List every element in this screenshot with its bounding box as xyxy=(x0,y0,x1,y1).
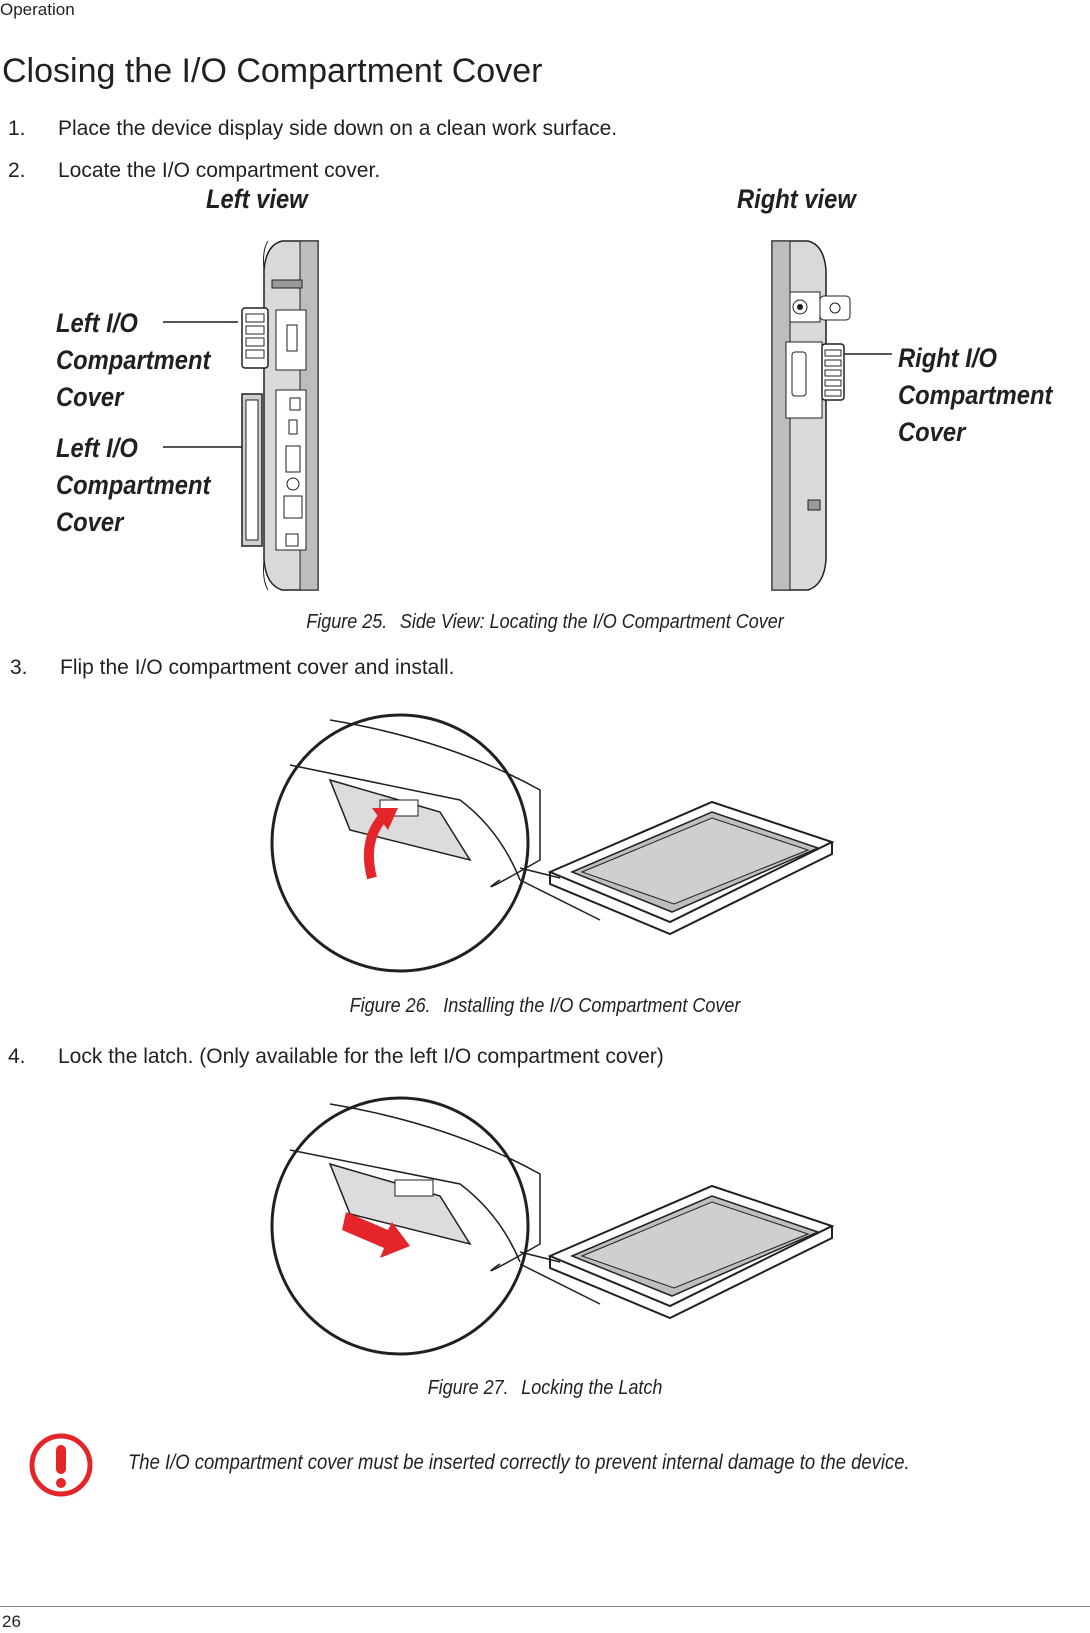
callout-right-io-cover: Right I/O Compartment Cover xyxy=(898,343,1053,447)
page-number: 26 xyxy=(2,1612,21,1631)
caption-number: Figure 26. xyxy=(349,995,431,1017)
step-number: 1. xyxy=(8,117,26,140)
callout-left-io-cover-top: Left I/O Compartment Cover xyxy=(56,308,211,412)
figure-25-caption: Figure 25. Side View: Locating the I/O Co… xyxy=(55,611,1036,634)
step-number: 2. xyxy=(8,159,26,182)
figure-26-caption: Figure 26. Installing the I/O Compartment… xyxy=(55,995,1036,1018)
caption-text: Side View: Locating the I/O Compartment … xyxy=(399,611,784,633)
note-text: The I/O compartment cover must be insert… xyxy=(128,1451,910,1474)
page-title: Closing the I/O Compartment Cover xyxy=(2,52,543,90)
figure-27-caption: Figure 27. Locking the Latch xyxy=(55,1377,1036,1400)
step-text: Lock the latch. (Only available for the … xyxy=(58,1045,664,1068)
step-1: 1. Place the device display side down on … xyxy=(8,117,617,141)
caption-text: Locking the Latch xyxy=(521,1377,663,1399)
running-header: Operation xyxy=(0,0,75,19)
left-view-label: Left view xyxy=(206,184,308,214)
callout-left-io-cover-bottom: Left I/O Compartment Cover xyxy=(56,433,211,537)
warning-exclamation-icon xyxy=(29,1433,93,1497)
step-text: Place the device display side down on a … xyxy=(58,117,618,140)
step-number: 4. xyxy=(8,1045,26,1068)
step-number: 3. xyxy=(10,656,28,679)
caption-text: Installing the I/O Compartment Cover xyxy=(443,995,741,1017)
caption-number: Figure 27. xyxy=(427,1377,509,1399)
step-text: Locate the I/O compartment cover. xyxy=(58,159,381,182)
caption-number: Figure 25. xyxy=(306,611,388,633)
right-view-label: Right view xyxy=(737,184,856,214)
step-4: 4. Lock the latch. (Only available for th… xyxy=(8,1045,664,1069)
step-3: 3. Flip the I/O compartment cover and ins… xyxy=(10,656,455,680)
footer-divider xyxy=(0,1606,1090,1607)
step-text: Flip the I/O compartment cover and insta… xyxy=(60,656,455,679)
step-2: 2. Locate the I/O compartment cover. xyxy=(8,159,380,183)
